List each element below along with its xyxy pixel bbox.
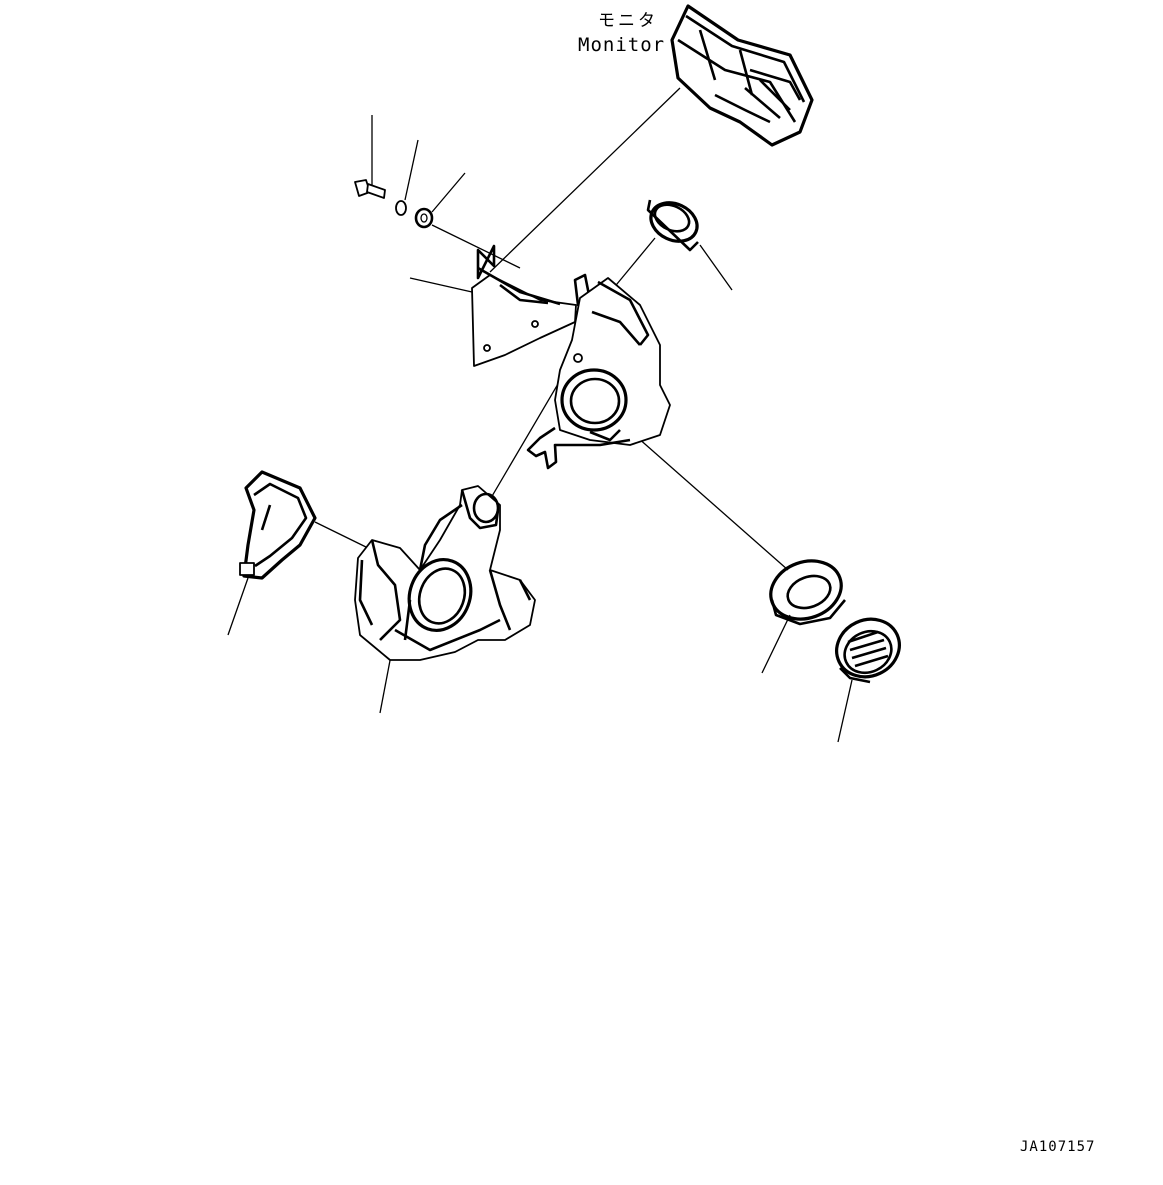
- ring-top-leader-line: [699, 244, 733, 291]
- mounting-bracket-icon: [471, 244, 592, 367]
- spring-washer-icon: [395, 200, 407, 216]
- ring-bottom-icon: [769, 559, 846, 626]
- clip-assembly-line: [314, 521, 369, 549]
- washer-leader-line: [431, 172, 466, 213]
- monitor-unit-icon: [670, 4, 814, 147]
- ring-top-icon: [646, 199, 699, 252]
- spring-washer-leader-line: [404, 139, 419, 201]
- lower-housing-icon: [354, 485, 536, 661]
- drawing-code: JA107157: [1020, 1139, 1096, 1155]
- bracket-leader-line: [409, 277, 473, 293]
- monitor-label-japanese: モニタ: [598, 11, 658, 31]
- clip-icon: [239, 470, 317, 580]
- upper-housing-icon: [526, 277, 671, 470]
- assembly-lines: [227, 87, 853, 743]
- fastener-assembly-line: [431, 224, 521, 269]
- grille-cap-icon: [835, 617, 901, 684]
- monitor-assembly-line: [489, 87, 681, 273]
- ring-bottom-leader-line: [761, 614, 791, 674]
- washer-icon: [414, 207, 434, 229]
- clip-leader-line: [227, 577, 249, 636]
- bolt-icon: [354, 179, 386, 199]
- cap-leader-line: [837, 679, 853, 743]
- monitor-label-english: Monitor: [578, 34, 666, 56]
- ring-top-assembly-line: [611, 237, 656, 291]
